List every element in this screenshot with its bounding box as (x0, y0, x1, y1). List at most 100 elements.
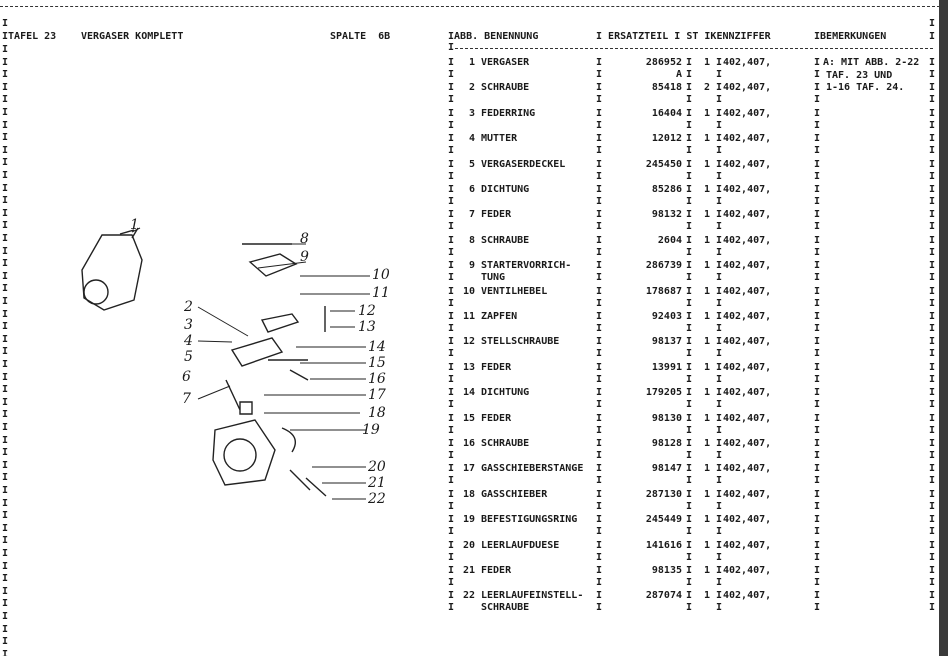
quantity: 1 (703, 565, 710, 576)
column-separator: I (814, 260, 821, 272)
column-separator: I (716, 69, 723, 80)
column-separator: I (596, 336, 603, 348)
callout-8: 8 (300, 231, 309, 247)
quantity: 1 (703, 336, 710, 348)
column-separator: I (929, 539, 936, 551)
column-separator: I (686, 297, 693, 309)
row-number: 18 (462, 488, 475, 500)
column-separator: I (716, 145, 723, 157)
column-separator: I (448, 158, 455, 170)
callout-1: 1 (130, 217, 139, 233)
column-separator: I (814, 285, 821, 297)
column-separator: I (929, 234, 936, 246)
margin-bar: I (2, 296, 9, 307)
margin-bar: I (2, 623, 9, 635)
column-separator: I (686, 119, 693, 131)
code: 402,407, (723, 361, 772, 373)
column-separator: I (814, 311, 821, 322)
quantity: 1 (703, 184, 710, 195)
column-separator: I (596, 361, 603, 373)
column-separator: I (596, 107, 603, 119)
exploded-diagram (81, 227, 370, 500)
row-number: 14 (462, 387, 475, 399)
column-separator: I (686, 69, 693, 80)
row-number: 16 (462, 438, 475, 449)
row-number: 17 (462, 463, 475, 475)
part-name: BEFESTIGUNGSRING (481, 514, 578, 526)
margin-bar: I (2, 170, 9, 181)
margin-bar: I (2, 560, 9, 572)
column-separator: I (686, 438, 693, 449)
column-separator: I (448, 69, 455, 80)
column-separator: I (814, 387, 821, 399)
margin-bar: I (2, 144, 9, 156)
part-name: SCHRAUBE (481, 438, 530, 449)
column-separator: I (596, 119, 603, 131)
column-separator: I (596, 577, 603, 588)
column-separator: I (596, 311, 603, 322)
column-separator: I (686, 133, 693, 145)
column-separator: I (929, 57, 936, 68)
quantity: 1 (703, 133, 710, 145)
code: 402,407, (723, 463, 772, 475)
margin-bar: I (2, 220, 9, 232)
callout-6: 6 (182, 369, 191, 385)
column-separator: I (596, 551, 603, 563)
column-separator: I (929, 475, 936, 487)
margin-bar: I (2, 18, 9, 29)
code: 402,407, (723, 107, 772, 119)
part-name: GASSCHIEBER (481, 488, 548, 500)
row-number: 20 (462, 539, 475, 551)
column-separator: I (596, 602, 603, 614)
callout-21: 21 (368, 475, 386, 491)
column-separator: I (814, 361, 821, 373)
column-separator: I (929, 145, 936, 157)
part-number: 98147 (651, 463, 682, 475)
column-separator: I (814, 526, 821, 538)
column-separator: I (716, 133, 723, 145)
column-separator: I (596, 82, 603, 94)
margin-bar: I (2, 585, 9, 597)
column-separator: I (716, 285, 723, 297)
column-separator: I (596, 184, 603, 195)
column-separator: I (716, 246, 723, 258)
column-separator: I (596, 387, 603, 399)
column-separator: I (814, 82, 821, 94)
margin-bar: I (2, 81, 9, 93)
column-separator: I (686, 94, 693, 106)
column-separator: I (448, 361, 455, 373)
column-separator: I (929, 424, 936, 436)
quantity: 1 (703, 590, 710, 602)
column-separator: I (686, 323, 693, 334)
margin-bar: I (2, 233, 9, 244)
part-number: 2604 (657, 234, 682, 246)
column-separator: I (716, 82, 723, 94)
part-name: LEERLAUFDUESE (481, 539, 560, 551)
callout-13: 13 (358, 319, 376, 335)
column-separator: I (716, 311, 723, 322)
column-separator: I (448, 500, 455, 512)
part-number: 85418 (651, 82, 682, 94)
code: 402,407, (723, 514, 772, 526)
quantity: 2 (703, 82, 710, 94)
column-separator: I (686, 514, 693, 526)
part-number: 141616 (645, 539, 682, 551)
column-separator: I (686, 450, 693, 461)
code: 402,407, (723, 209, 772, 221)
code: 402,407, (723, 311, 772, 322)
column-separator: I (929, 399, 936, 411)
column-separator: I (596, 209, 603, 221)
col-remarks-header: IBEMERKUNGEN (814, 31, 887, 42)
margin-bar: I (2, 245, 9, 257)
part-name: DICHTUNG (481, 184, 530, 195)
part-name: FEDER (481, 209, 512, 221)
column-separator: I (448, 234, 455, 246)
quantity: 1 (703, 209, 710, 221)
column-separator: I (929, 526, 936, 538)
column-separator: I (686, 361, 693, 373)
column-separator: I (929, 82, 936, 94)
part-number: 98135 (651, 565, 682, 576)
column-separator: I (716, 577, 723, 588)
column-separator: I (814, 272, 821, 284)
column-separator: I (686, 475, 693, 487)
